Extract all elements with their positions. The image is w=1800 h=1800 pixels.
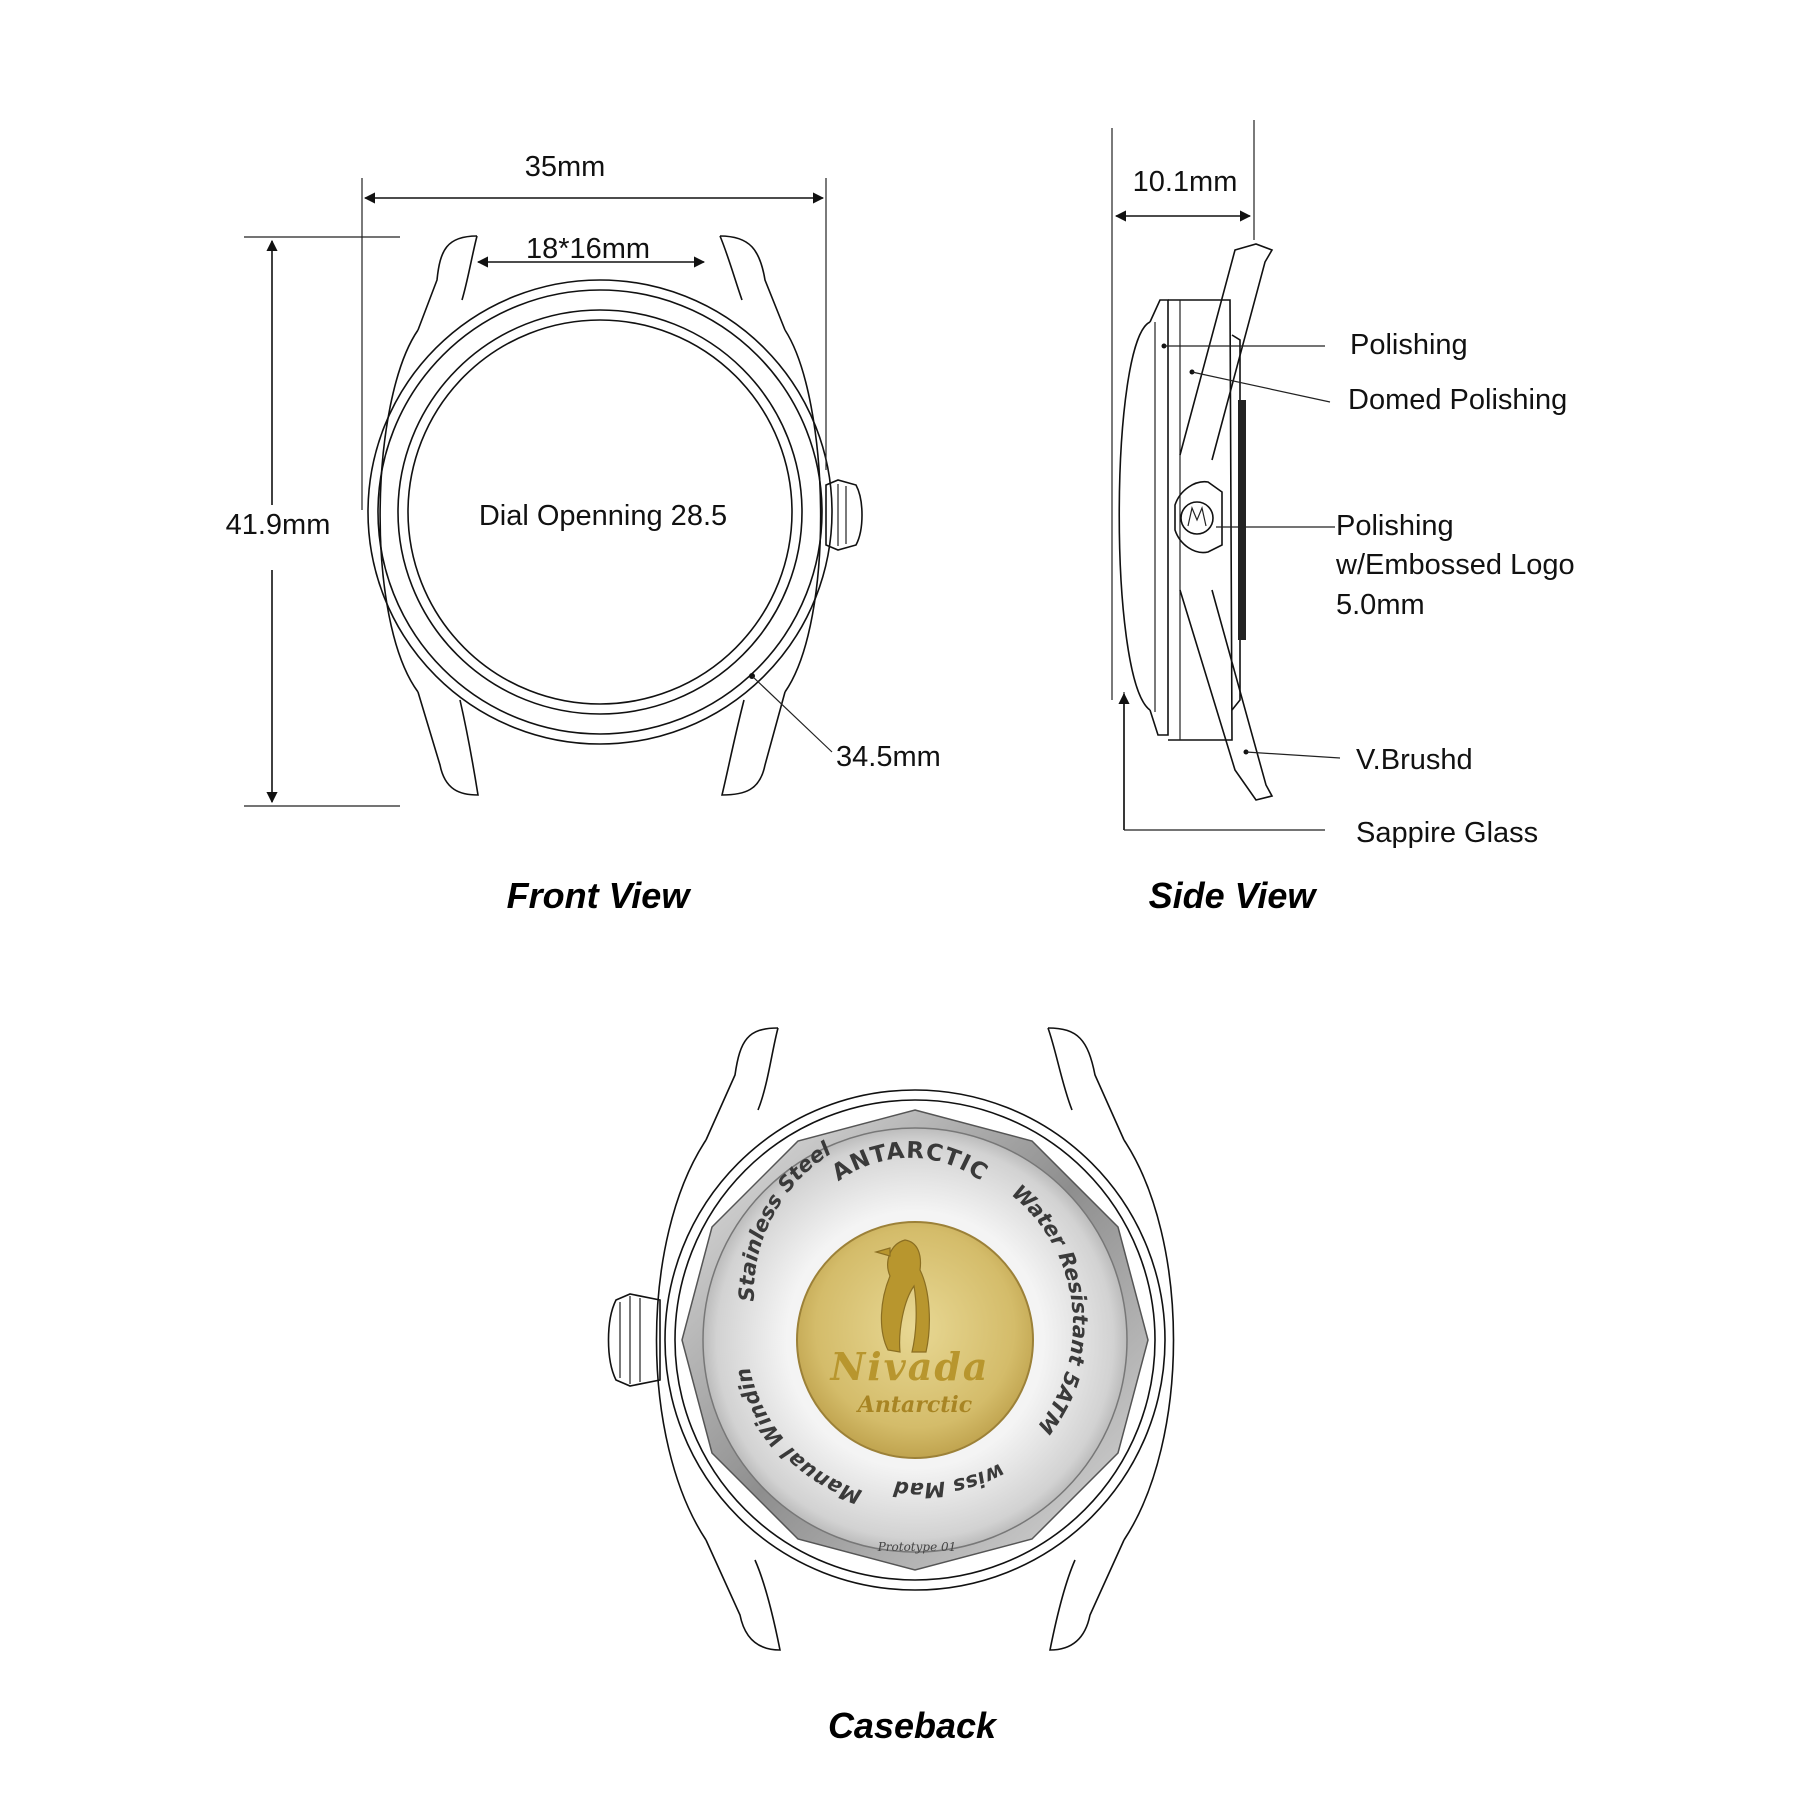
front-crown — [825, 479, 863, 551]
callout-crown-line2: w/Embossed Logo — [1335, 549, 1575, 581]
caseback-lug-bottom-right — [1049, 1539, 1125, 1651]
case-outer-ring — [367, 279, 833, 745]
callout-crown-line1: Polishing — [1336, 510, 1454, 542]
lug-top-left — [417, 235, 478, 331]
callout-glass: Sappire Glass — [1356, 817, 1538, 849]
callout-domed-polishing: Domed Polishing — [1348, 384, 1567, 416]
width-dimension-label: 35mm — [525, 151, 606, 183]
callout-polishing: Polishing — [1350, 329, 1468, 361]
side-crown — [1174, 480, 1223, 554]
lug-dimension-label: 18*16mm — [526, 233, 650, 265]
caseback-outer-ring — [664, 1089, 1166, 1591]
front-view-drawing — [244, 178, 863, 807]
dial-opening-label: Dial Openning 28.5 — [479, 500, 727, 532]
dial-opening — [407, 319, 793, 705]
lug-top-right — [719, 235, 786, 331]
side-lug-top — [1179, 243, 1274, 461]
caseback-drawing — [607, 1027, 1175, 1651]
caseback-lug-bottom-left — [705, 1539, 781, 1651]
crown-logo-icon — [1187, 506, 1207, 527]
callout-crown-line3: 5.0mm — [1336, 589, 1425, 621]
caseback-title: Caseback — [828, 1705, 998, 1746]
callout-brushed: V.Brushd — [1356, 744, 1473, 776]
caseback-lug-top-right — [1047, 1027, 1125, 1141]
height-dimension-label: 41.9mm — [226, 509, 331, 541]
side-view-title: Side View — [1149, 875, 1318, 916]
side-lug-bottom — [1179, 589, 1274, 801]
brand-logo: Nivada — [829, 1344, 989, 1389]
lug-bottom-right — [720, 691, 786, 796]
lug-bottom-left — [417, 691, 479, 796]
prototype-label: Prototype 01 — [877, 1540, 957, 1554]
caseback-crown — [607, 1293, 661, 1387]
bezel-dimension-label: 34.5mm — [836, 741, 941, 773]
sapphire-glass — [1118, 321, 1151, 711]
front-view-title: Front View — [507, 875, 692, 916]
subbrand-logo: Antarctic — [856, 1392, 973, 1418]
bezel-ring — [397, 309, 803, 715]
side-view-drawing — [1111, 120, 1341, 831]
caseback-lug-top-left — [705, 1027, 779, 1141]
penguin-icon — [873, 1239, 930, 1353]
thickness-dimension-label: 10.1mm — [1133, 166, 1238, 198]
